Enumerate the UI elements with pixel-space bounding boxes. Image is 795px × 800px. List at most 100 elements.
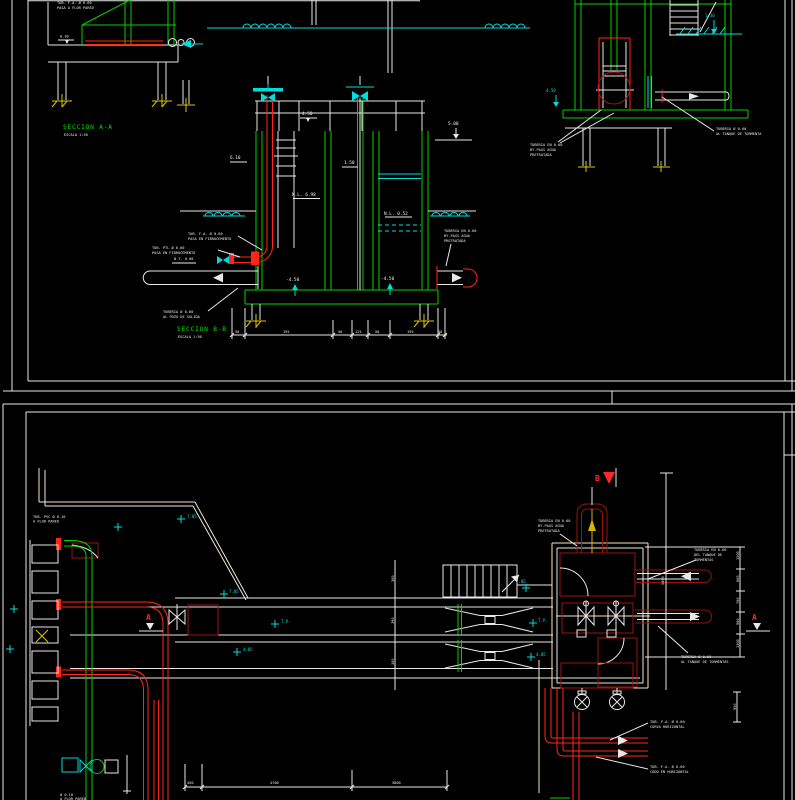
- plan-left-outline: TUB. PVC Ø 0.10 A FLOR PARED: [33, 468, 249, 601]
- bypass-label-1: TUBERIA EN 0.60: [530, 143, 562, 147]
- flow-arrow-icon: [213, 273, 223, 283]
- section-marker-b: B: [595, 474, 600, 483]
- plan-section-markers: A A: [139, 613, 770, 632]
- level-500: 5.00: [448, 121, 459, 127]
- footing-hatch: [245, 314, 434, 328]
- spot-level: 4.05: [243, 647, 253, 652]
- fa-label-2: PASA EN FIBROCEMENTO: [188, 237, 231, 241]
- dim-value: 195: [407, 330, 414, 334]
- flow-arrow-icon: [618, 736, 628, 745]
- footing-hatch: [51, 94, 172, 108]
- pipe-flange: [229, 253, 234, 264]
- flow-arrow-icon: [588, 519, 596, 531]
- plan-pumps: Ø 0.10 A FLOR PARED: [60, 755, 131, 800]
- flow-arrow-icon: [452, 273, 462, 283]
- dim-value: 50: [235, 330, 239, 334]
- slab-level: -4.50: [381, 276, 395, 282]
- level-flag: [65, 40, 69, 44]
- sheet2-border: [2, 403, 795, 800]
- dim-value: 1300: [736, 639, 740, 648]
- bypass-label-3: PRETRATADA: [538, 529, 560, 533]
- spot-level: 4.05: [536, 652, 546, 657]
- section-aa-scale: ESCALA 1:50: [64, 133, 88, 137]
- water-level: [378, 224, 421, 232]
- spot-level: 7.05: [229, 589, 239, 594]
- bypass-label-2: BY-PASS AGUA: [538, 524, 565, 528]
- flow-arrow-icon: [618, 749, 628, 758]
- section-bb: 4.50 1.50 6.10 5.00 N.L. 6.98 N.L. 0.52 …: [142, 76, 478, 339]
- section-aa-title: SECCION A-A: [63, 124, 113, 131]
- hatched-blocks: [71, 542, 638, 689]
- section-arrow-icon: [603, 472, 615, 484]
- curva-label-2: CURVA HORIZONTAL: [650, 725, 685, 729]
- flow-arrow-icon: [681, 571, 691, 581]
- dim-value: 4700: [270, 781, 279, 785]
- dimension-line: [229, 308, 448, 339]
- dim-value: 1500: [736, 551, 740, 560]
- ladder-icon: [669, 0, 717, 36]
- dim-value: 50: [438, 330, 442, 334]
- storm-label-1: TUBERIA Ø 0.60: [716, 126, 746, 131]
- outlet-label-2: AL POZO DE SALIDA: [163, 315, 201, 319]
- valve-icon: [223, 256, 229, 264]
- outlet-label-1: TUBERIA Ø 0.60: [163, 309, 193, 314]
- sheet1-border: [3, 0, 795, 404]
- dim-value: 195: [283, 330, 290, 334]
- dim-value: 390: [391, 618, 395, 625]
- water-level-label: N.L. 0.52: [384, 211, 408, 217]
- terrain-hatch: [242, 23, 526, 29]
- spot-level: 7.05: [516, 579, 526, 584]
- dim-value: 125: [355, 330, 362, 334]
- section-bb-title: SECCION B-B: [177, 326, 227, 333]
- plan-flumes: [444, 604, 534, 672]
- level-value: 0.30: [60, 35, 69, 39]
- pipe-flange-icon: [177, 39, 185, 46]
- water-level-label: N.L. 6.98: [292, 192, 316, 198]
- level-150: 1.50: [344, 160, 355, 166]
- plan-stairs: [442, 564, 552, 598]
- outlet-pipe-left: [142, 266, 259, 289]
- bypass-label-3: PRETRATADA: [530, 153, 552, 157]
- flor-label-1: Ø 0.10: [60, 792, 73, 797]
- gate-detail: 1.30 4.50 TUBERIA EN 0.60 BY-PASS AGUA P…: [530, 0, 762, 172]
- dim-value: 700: [736, 598, 740, 605]
- plan-view: TUB. PVC Ø 0.10 A FLOR PARED: [6, 468, 770, 800]
- pipe-label-line2: PASA A FLOR PARED: [57, 6, 94, 10]
- spot-level: T.P.: [538, 618, 548, 623]
- dim-value: 950: [733, 704, 737, 711]
- red-pipes: [62, 601, 169, 800]
- plan-u-pipe: B: [576, 468, 617, 553]
- storm-label-2: AL TANQUE DE TORMENTA: [716, 132, 762, 136]
- section-bb-scale: ESCALA 1:50: [178, 335, 202, 339]
- slab-level: -4.50: [286, 277, 300, 283]
- fa-label-1: TUB. F.A. Ø 0.60: [188, 231, 223, 236]
- from-storm-label-1: TUBERIA EN 0.60: [694, 548, 726, 552]
- level-arrow-icon: [711, 29, 717, 34]
- plan-channels: [70, 597, 640, 679]
- flow-arrow-icon: [689, 93, 699, 100]
- level-arrow-icon: [553, 102, 559, 107]
- nt-level: N.T. 0.00: [174, 257, 193, 261]
- bypass-label-2: BY-PASS AGUA: [444, 234, 471, 238]
- pipe-flange: [251, 251, 259, 265]
- plan-pipes-right: TUBERIA EN 0.60 DEL TANQUE DE TORMENTAS …: [635, 548, 729, 664]
- terrain-hatch: [676, 26, 742, 35]
- ptl-label-1: TUB. PTL Ø 0.60: [152, 245, 184, 250]
- tub-left-label-1: TUB. PVC Ø 0.10: [33, 514, 65, 519]
- codo-label-1: TUB. F.A. Ø 0.60: [650, 764, 685, 769]
- dim-value: 50: [375, 330, 379, 334]
- green-pipe: [64, 540, 93, 800]
- plan-gate-valves: [168, 600, 625, 638]
- bypass-label-1: TUBERIA EN 0.60: [538, 519, 570, 523]
- plan-left-column: [29, 540, 59, 726]
- pipe-section-icon: [597, 71, 631, 105]
- ptl-label-2: PASA EN FIBROCEMENTO: [152, 251, 195, 255]
- valve-icon: [217, 256, 223, 264]
- section-marker-a-left: A: [146, 613, 151, 622]
- leader-lines: [557, 96, 715, 144]
- pump-icon: [89, 759, 105, 774]
- section-arrow-icon: [753, 623, 761, 630]
- flow-arrow-icon: [181, 40, 191, 48]
- plan-bypass-label: TUBERIA EN 0.60 BY-PASS AGUA PRETRATADA: [538, 519, 578, 547]
